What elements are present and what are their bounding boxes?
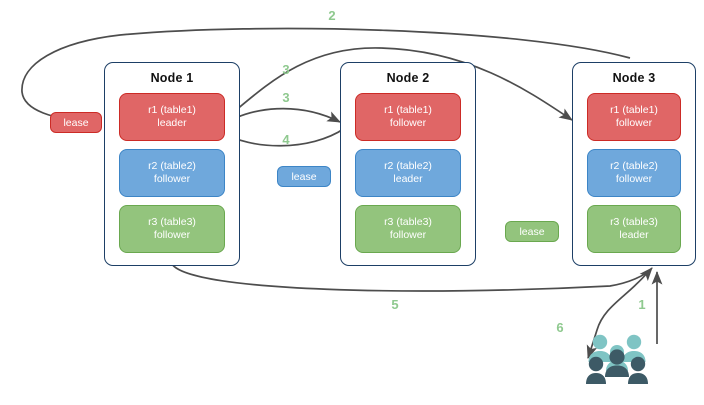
- replica-name: r1 (table1): [384, 104, 432, 116]
- replica-role: follower: [615, 173, 653, 185]
- users-group-icon: [586, 334, 648, 384]
- replica-name: r2 (table2): [384, 160, 432, 172]
- replica-name: r2 (table2): [148, 160, 196, 172]
- node-container-node3: Node 3 r1 (table1) follower r2 (table2) …: [572, 62, 696, 266]
- node-container-node2: Node 2 r1 (table1) follower r2 (table2) …: [340, 62, 476, 266]
- replica-role: leader: [619, 229, 649, 241]
- replica-r1-node3[interactable]: r1 (table1) follower: [587, 93, 681, 141]
- replica-r1-node2[interactable]: r1 (table1) follower: [355, 93, 461, 141]
- step-label-4: 4: [282, 132, 290, 147]
- replica-name: r3 (table3): [384, 216, 432, 228]
- replica-role: follower: [389, 117, 427, 129]
- step-label-1: 1: [638, 297, 646, 312]
- replica-r2-node3[interactable]: r2 (table2) follower: [587, 149, 681, 197]
- arrow-step-5: [171, 263, 653, 292]
- replica-role: follower: [389, 229, 427, 241]
- arrow-step-6: [586, 271, 649, 359]
- replica-r2-node1[interactable]: r2 (table2) follower: [119, 149, 225, 197]
- replica-role: follower: [153, 173, 191, 185]
- replica-r3-node3[interactable]: r3 (table3) leader: [587, 205, 681, 253]
- lease-badge-green[interactable]: lease: [505, 221, 559, 242]
- replica-role: leader: [157, 117, 187, 129]
- step-label-2: 2: [328, 8, 336, 23]
- replica-r3-node1[interactable]: r3 (table3) follower: [119, 205, 225, 253]
- replica-role: leader: [393, 173, 423, 185]
- step-label-5: 5: [391, 297, 399, 312]
- arrow-step-3-long: [218, 47, 573, 125]
- replica-name: r2 (table2): [610, 160, 658, 172]
- step-label-3a: 3: [282, 62, 290, 77]
- replica-name: r3 (table3): [610, 216, 658, 228]
- lease-badge-red[interactable]: lease: [50, 112, 102, 133]
- replica-name: r3 (table3): [148, 216, 196, 228]
- node-title: Node 2: [386, 71, 430, 85]
- step-label-6: 6: [556, 320, 564, 335]
- node-title: Node 3: [612, 71, 656, 85]
- replica-name: r1 (table1): [148, 104, 196, 116]
- replica-r3-node2[interactable]: r3 (table3) follower: [355, 205, 461, 253]
- replica-name: r1 (table1): [610, 104, 658, 116]
- replica-r1-node1[interactable]: r1 (table1) leader: [119, 93, 225, 141]
- replica-r2-node2[interactable]: r2 (table2) leader: [355, 149, 461, 197]
- node-title: Node 1: [150, 71, 194, 85]
- replica-role: follower: [153, 229, 191, 241]
- step-label-3b: 3: [282, 90, 290, 105]
- replica-role: follower: [615, 117, 653, 129]
- node-container-node1: Node 1 r1 (table1) leader r2 (table2) fo…: [104, 62, 240, 266]
- arrow-step-2: [21, 27, 631, 127]
- lease-badge-blue[interactable]: lease: [277, 166, 331, 187]
